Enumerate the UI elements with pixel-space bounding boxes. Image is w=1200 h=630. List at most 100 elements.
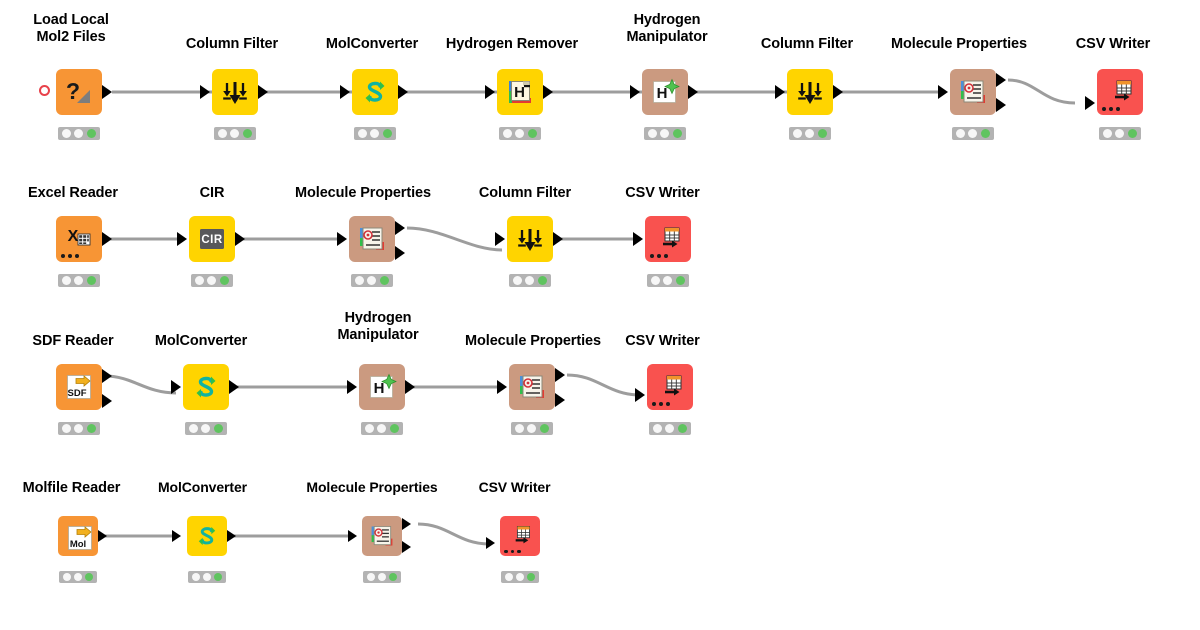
input-port[interactable] xyxy=(633,232,643,246)
output-port[interactable] xyxy=(395,246,405,260)
output-port[interactable] xyxy=(102,85,112,99)
molecule-properties-icon xyxy=(517,372,547,402)
status-light-idle xyxy=(515,573,524,581)
input-port[interactable] xyxy=(171,380,181,394)
node-molecule-properties[interactable] xyxy=(362,516,402,556)
connection xyxy=(104,374,177,395)
node-cir[interactable]: CIR xyxy=(189,216,235,262)
input-port[interactable] xyxy=(200,85,210,99)
status-light-idle xyxy=(968,129,978,138)
node-hydrogen-manipulator[interactable]: H xyxy=(642,69,688,115)
input-port[interactable] xyxy=(340,85,350,99)
output-port[interactable] xyxy=(227,530,236,542)
status-light-executed xyxy=(243,129,253,138)
node-csv-writer[interactable] xyxy=(1097,69,1143,115)
csv-writer-icon xyxy=(655,372,685,402)
input-port[interactable] xyxy=(630,85,640,99)
output-port[interactable] xyxy=(398,85,408,99)
node-molecule-properties[interactable] xyxy=(950,69,996,115)
output-port[interactable] xyxy=(996,98,1006,112)
output-port[interactable] xyxy=(102,232,112,246)
excel-reader-icon: X xyxy=(64,224,94,254)
molconverter-icon xyxy=(194,523,220,549)
output-port[interactable] xyxy=(405,380,415,394)
output-port[interactable] xyxy=(102,369,112,383)
input-port[interactable] xyxy=(497,380,507,394)
output-port[interactable] xyxy=(833,85,843,99)
loop-dots-icon xyxy=(652,402,670,406)
status-light-idle xyxy=(217,129,227,138)
input-port[interactable] xyxy=(337,232,347,246)
input-port[interactable] xyxy=(172,530,181,542)
node-column-filter[interactable] xyxy=(787,69,833,115)
status-light-idle xyxy=(792,129,802,138)
input-port[interactable] xyxy=(635,388,645,402)
node-csv-writer[interactable] xyxy=(645,216,691,262)
svg-text:H: H xyxy=(514,84,525,101)
node-status-bar xyxy=(509,274,551,287)
molfile-reader-icon: Mol xyxy=(65,523,92,550)
output-port[interactable] xyxy=(98,530,107,542)
node-molecule-properties[interactable] xyxy=(349,216,395,262)
input-port[interactable] xyxy=(495,232,505,246)
status-light-executed xyxy=(220,276,230,285)
output-port[interactable] xyxy=(229,380,239,394)
node-label: CSV Writer xyxy=(1075,36,1151,52)
output-port[interactable] xyxy=(102,394,112,408)
node-load-local-mol2-files[interactable]: ? xyxy=(56,69,102,115)
input-port[interactable] xyxy=(486,537,495,549)
input-port[interactable] xyxy=(177,232,187,246)
input-port[interactable] xyxy=(1085,96,1095,110)
node-csv-writer[interactable] xyxy=(647,364,693,410)
node-molecule-properties[interactable] xyxy=(509,364,555,410)
node-label: Excel Reader xyxy=(28,185,118,201)
node-excel-reader[interactable]: X xyxy=(56,216,102,262)
status-light-idle xyxy=(74,276,84,285)
status-light-idle xyxy=(202,573,211,581)
node-molconverter[interactable] xyxy=(187,516,227,556)
status-light-executed xyxy=(673,129,683,138)
node-label: Column Filter xyxy=(185,36,279,52)
status-light-idle xyxy=(525,276,535,285)
node-column-filter[interactable] xyxy=(212,69,258,115)
node-sdf-reader[interactable]: SDF xyxy=(56,364,102,410)
output-port[interactable] xyxy=(402,518,411,530)
node-column-filter[interactable] xyxy=(507,216,553,262)
node-csv-writer[interactable] xyxy=(500,516,540,556)
node-molconverter[interactable] xyxy=(352,69,398,115)
status-light-executed xyxy=(818,129,828,138)
node-molconverter[interactable] xyxy=(183,364,229,410)
node-label: SDF Reader xyxy=(32,333,114,349)
input-port[interactable] xyxy=(485,85,495,99)
output-port[interactable] xyxy=(555,393,565,407)
status-light-idle xyxy=(366,573,375,581)
output-port[interactable] xyxy=(553,232,563,246)
input-port[interactable] xyxy=(775,85,785,99)
output-port[interactable] xyxy=(402,541,411,553)
output-port[interactable] xyxy=(555,368,565,382)
output-port[interactable] xyxy=(996,73,1006,87)
node-hydrogen-manipulator[interactable]: H xyxy=(359,364,405,410)
status-light-executed xyxy=(538,276,548,285)
output-port[interactable] xyxy=(258,85,268,99)
input-port[interactable] xyxy=(347,380,357,394)
output-port[interactable] xyxy=(395,221,405,235)
status-light-idle xyxy=(207,276,217,285)
flow-variable-input-port[interactable] xyxy=(39,85,50,96)
input-port[interactable] xyxy=(348,530,357,542)
output-port[interactable] xyxy=(543,85,553,99)
node-hydrogen-remover[interactable]: H xyxy=(497,69,543,115)
status-light-executed xyxy=(389,573,398,581)
status-light-idle xyxy=(650,276,660,285)
node-molfile-reader[interactable]: Mol xyxy=(58,516,98,556)
output-port[interactable] xyxy=(688,85,698,99)
csv-writer-icon xyxy=(507,523,533,549)
node-label: Column Filter xyxy=(760,36,854,52)
output-port[interactable] xyxy=(235,232,245,246)
status-light-idle xyxy=(61,276,71,285)
input-port[interactable] xyxy=(938,85,948,99)
status-light-idle xyxy=(1102,129,1112,138)
svg-text:H: H xyxy=(374,380,385,397)
node-status-bar xyxy=(499,127,541,140)
